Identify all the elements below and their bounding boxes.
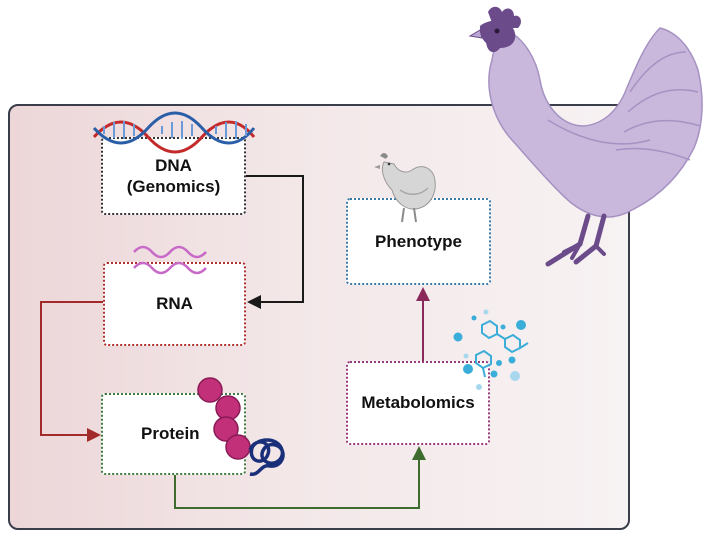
genomics-label: (Genomics) xyxy=(126,177,221,196)
dna-helix-icon xyxy=(92,111,256,154)
arrowhead-rna-to-protein xyxy=(87,428,101,442)
arrowhead-metabolomics-to-phenotype xyxy=(416,287,430,301)
arrow-dna-to-rna xyxy=(246,175,304,303)
rna-wave-icon xyxy=(133,245,207,275)
arrowhead-dna-to-rna xyxy=(247,295,261,309)
phenotype-label: Phenotype xyxy=(375,231,462,251)
metabolite-molecules-icon xyxy=(453,309,529,390)
dna-label: DNA xyxy=(155,155,192,175)
rna-label: RNA xyxy=(156,294,193,314)
hen-small-icon xyxy=(374,153,436,223)
dna-genomics-box: DNA (Genomics) xyxy=(101,137,246,215)
arrow-rna-to-protein xyxy=(40,301,103,436)
metabolomics-label: Metabolomics xyxy=(361,393,475,413)
protein-chain-icon xyxy=(197,377,285,476)
metabolomics-box: Metabolomics xyxy=(346,361,490,445)
protein-label: Protein xyxy=(141,424,200,444)
arrowhead-protein-to-metabolomics xyxy=(412,446,426,460)
hen-large-illustration xyxy=(468,6,703,267)
arrow-protein-to-metabolomics xyxy=(174,457,420,509)
